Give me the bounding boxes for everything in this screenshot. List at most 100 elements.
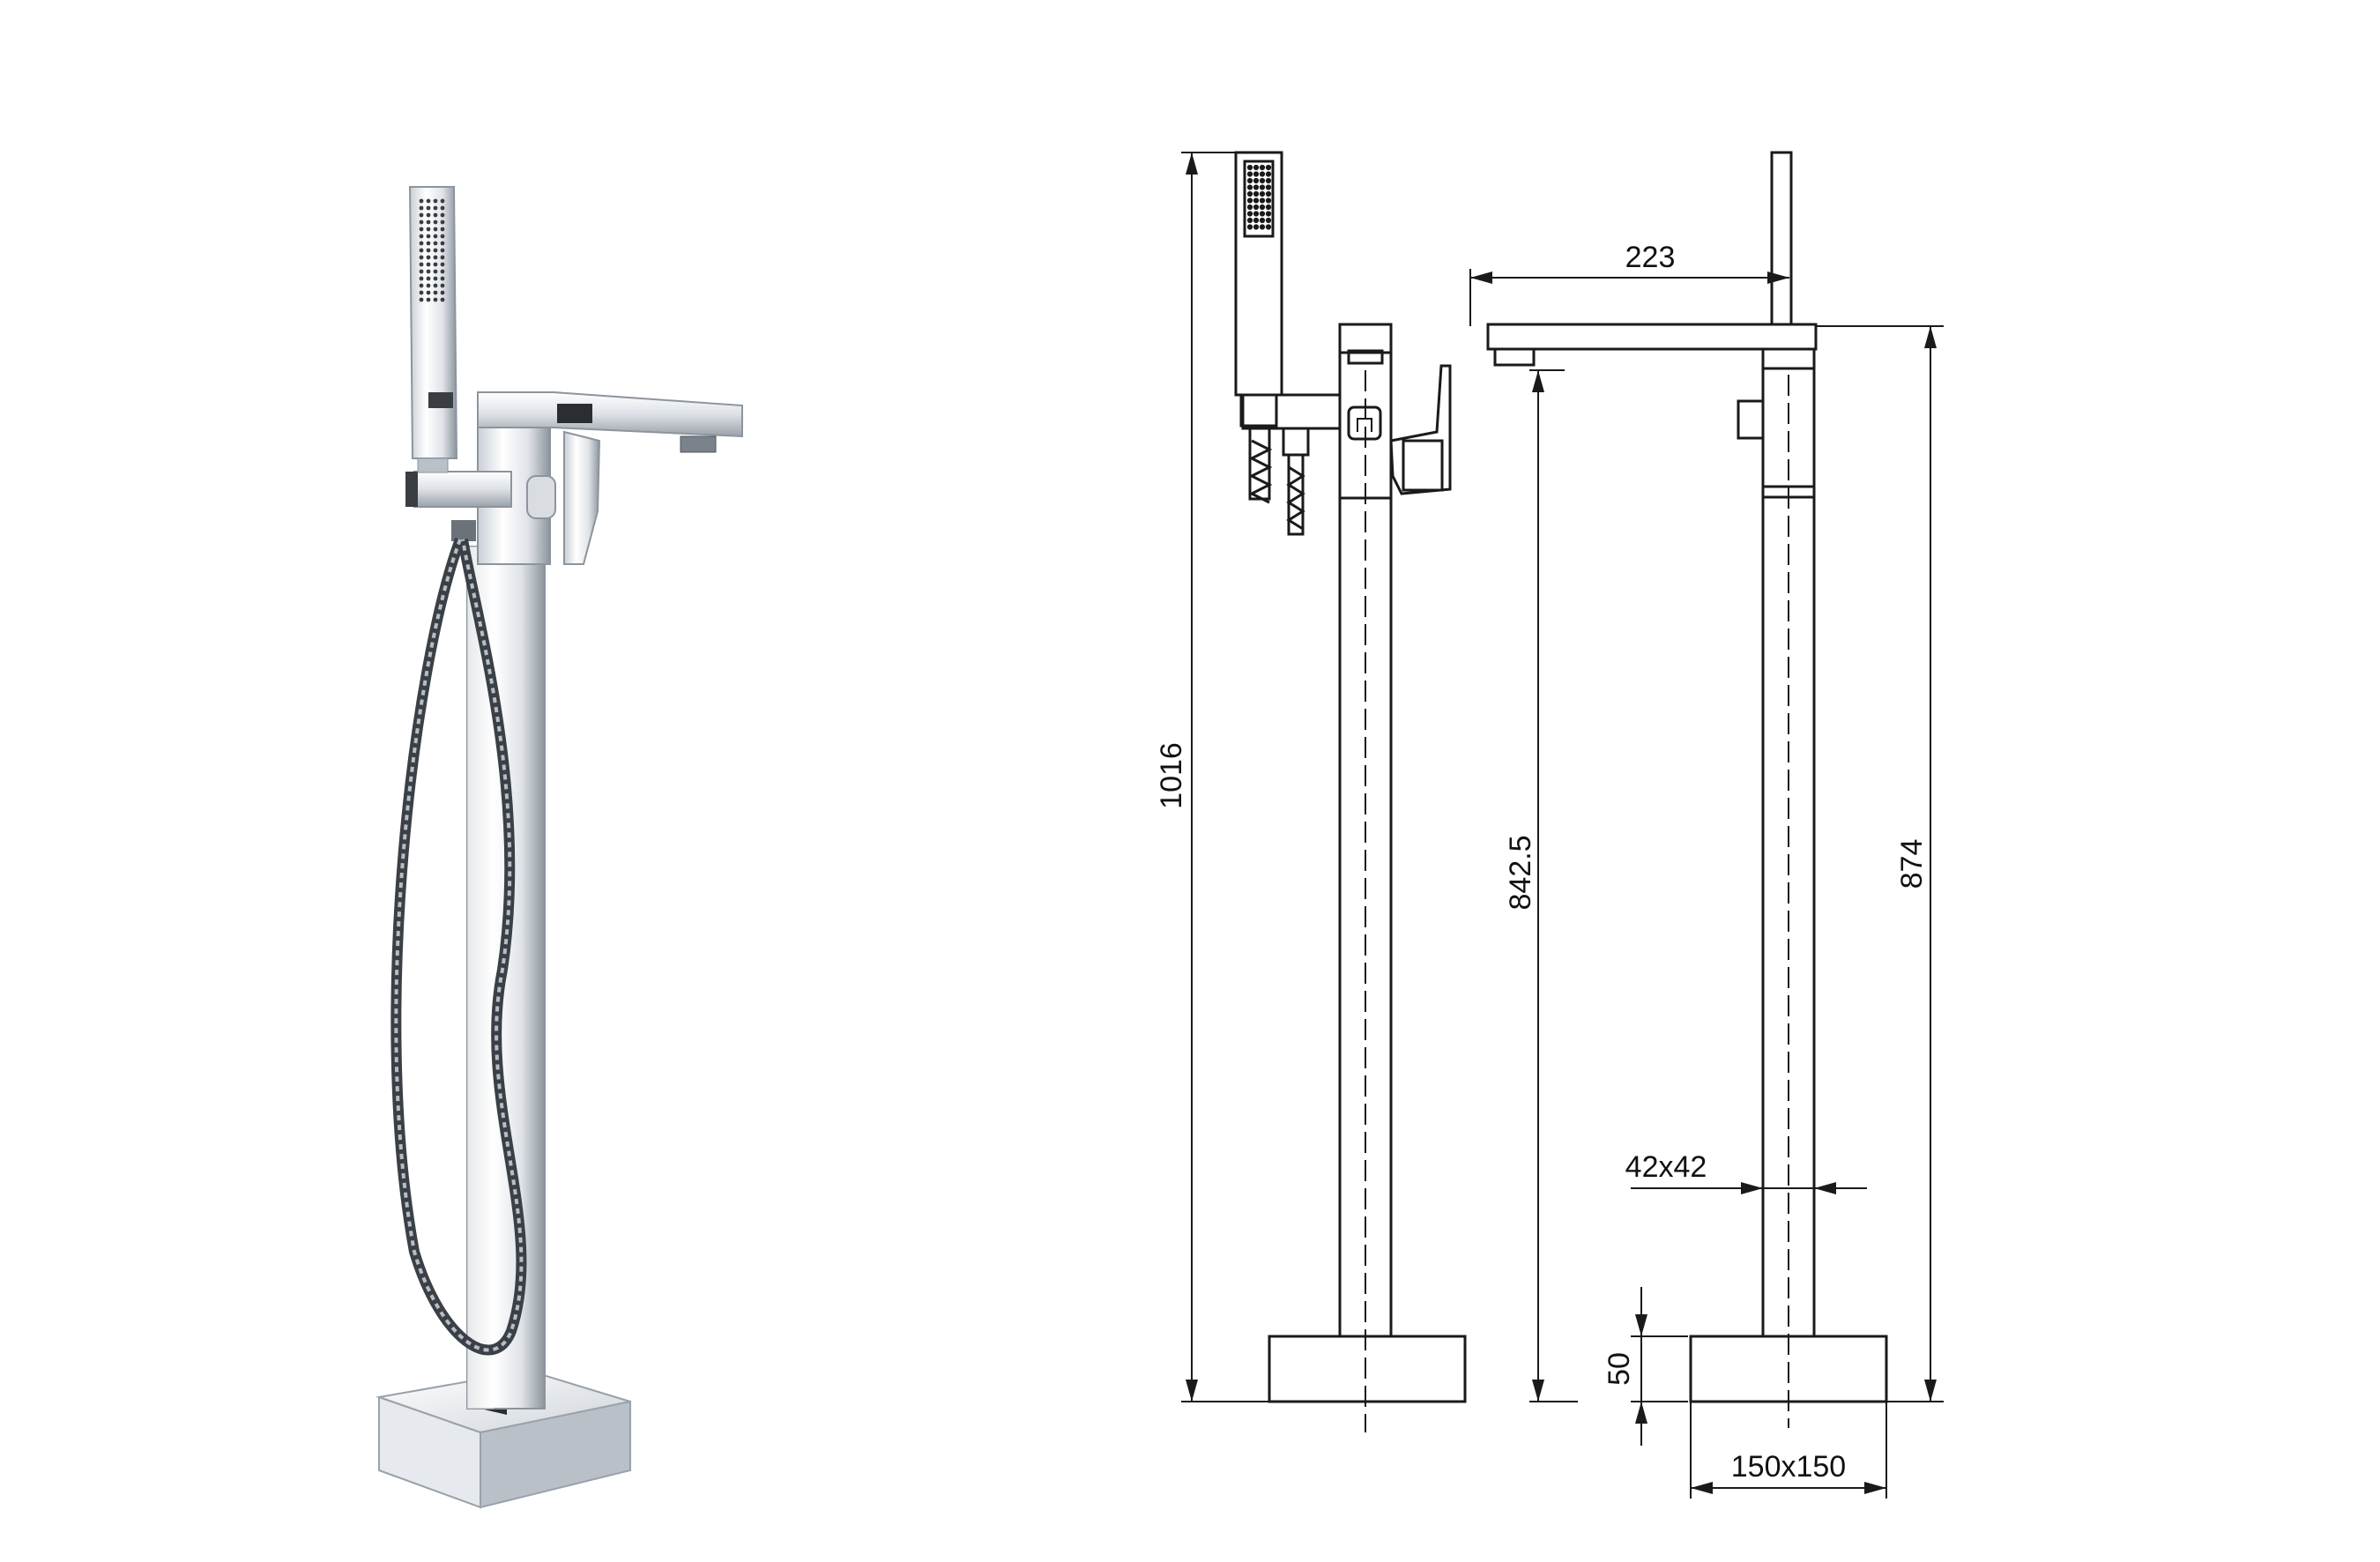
- nozzle-dot: [1253, 197, 1260, 204]
- nozzle-dot: [440, 276, 445, 281]
- nozzle-dot: [419, 248, 424, 253]
- hand-shower: [408, 186, 458, 473]
- nozzle-dot: [1246, 171, 1253, 177]
- nozzle-dot: [440, 227, 445, 232]
- front-column: [1338, 323, 1393, 1432]
- nozzle-dot: [1265, 190, 1272, 197]
- nozzle-dot: [419, 227, 424, 232]
- nozzle-dot: [426, 255, 431, 260]
- nozzle-dot: [419, 269, 424, 274]
- faucet-photo: [376, 186, 743, 1509]
- nozzle-dot: [440, 198, 445, 204]
- dim-label-base-thickness: 50: [1603, 1352, 1636, 1386]
- nozzle-dot: [419, 212, 424, 218]
- nozzle-dot: [419, 205, 424, 211]
- nozzle-dot: [426, 234, 431, 239]
- nozzle-dot: [426, 269, 431, 274]
- nozzle-dot: [1253, 164, 1260, 171]
- nozzle-dot: [440, 205, 445, 211]
- nozzle-dot: [440, 255, 445, 260]
- dim-label-pipe-section: 42x42: [1625, 1150, 1707, 1184]
- nozzle-dot: [1259, 224, 1266, 230]
- nozzle-dot: [426, 219, 431, 225]
- side-view-drawing: 842.5 223: [1469, 151, 1944, 1499]
- nozzle-dot: [1246, 224, 1253, 230]
- nozzle-dot: [433, 269, 438, 274]
- nozzle-dot: [426, 290, 431, 295]
- nozzle-dot: [1246, 190, 1253, 197]
- dim-body-height: [1816, 325, 1944, 1402]
- nozzle-dot: [1253, 224, 1260, 230]
- nozzle-dot: [433, 297, 438, 302]
- spout: [477, 391, 743, 453]
- nozzle-dot: [1246, 184, 1253, 190]
- nozzle-dot: [1259, 204, 1266, 211]
- nozzle-dot: [433, 212, 438, 218]
- nozzle-dot: [1265, 164, 1272, 171]
- dim-label-body-height: 874: [1895, 839, 1929, 889]
- front-holder: [1241, 393, 1342, 536]
- front-view-drawing: 1016: [1155, 151, 1467, 1432]
- nozzle-dot: [1253, 217, 1260, 224]
- nozzle-dot: [419, 255, 424, 260]
- nozzle-dot: [1265, 217, 1272, 224]
- front-shower-nozzles: [1246, 164, 1272, 230]
- shower-holder: [405, 471, 556, 519]
- nozzle-dot: [440, 297, 445, 302]
- nozzle-dot: [1265, 224, 1272, 230]
- nozzle-dot: [433, 234, 438, 239]
- nozzle-dot: [440, 269, 445, 274]
- nozzle-dot: [1259, 171, 1266, 177]
- side-spout: [1486, 323, 1818, 367]
- nozzle-dot: [1246, 204, 1253, 211]
- dim-pipe-section: [1631, 1182, 1867, 1194]
- nozzle-dot: [440, 219, 445, 225]
- lever-handle: [563, 430, 601, 565]
- front-hand-shower: [1234, 151, 1283, 428]
- nozzle-dot: [419, 290, 424, 295]
- nozzle-dot: [433, 283, 438, 288]
- side-base: [1689, 1335, 1888, 1403]
- nozzle-dot: [1253, 211, 1260, 217]
- shower-nozzles: [419, 198, 445, 302]
- nozzle-dot: [1246, 177, 1253, 184]
- dim-spout-reach: [1469, 269, 1789, 326]
- nozzle-dot: [1265, 211, 1272, 217]
- nozzle-dot: [1259, 164, 1266, 171]
- nozzle-dot: [426, 248, 431, 253]
- nozzle-dot: [1246, 211, 1253, 217]
- nozzle-dot: [1265, 171, 1272, 177]
- nozzle-dot: [419, 297, 424, 302]
- nozzle-dot: [433, 227, 438, 232]
- nozzle-dot: [440, 241, 445, 246]
- nozzle-dot: [1246, 164, 1253, 171]
- dim-label-base-size: 150x150: [1731, 1450, 1846, 1484]
- nozzle-dot: [426, 262, 431, 267]
- faucet-column: [466, 546, 546, 1415]
- side-column: [1737, 347, 1816, 1428]
- nozzle-dot: [433, 198, 438, 204]
- nozzle-dot: [433, 205, 438, 211]
- nozzle-dot: [440, 248, 445, 253]
- nozzle-dot: [440, 234, 445, 239]
- nozzle-dot: [426, 227, 431, 232]
- nozzle-dot: [1265, 184, 1272, 190]
- nozzle-dot: [1265, 177, 1272, 184]
- nozzle-dot: [1253, 177, 1260, 184]
- nozzle-dot: [426, 276, 431, 281]
- nozzle-dot: [440, 290, 445, 295]
- nozzle-dot: [1246, 197, 1253, 204]
- nozzle-dot: [426, 198, 431, 204]
- nozzle-dot: [440, 212, 445, 218]
- nozzle-dot: [1259, 217, 1266, 224]
- nozzle-dot: [1265, 204, 1272, 211]
- dim-spout-height: [1529, 369, 1578, 1402]
- nozzle-dot: [1246, 217, 1253, 224]
- front-lever: [1389, 364, 1452, 495]
- nozzle-dot: [426, 297, 431, 302]
- nozzle-dot: [1253, 190, 1260, 197]
- nozzle-dot: [433, 241, 438, 246]
- nozzle-dot: [1259, 177, 1266, 184]
- nozzle-dot: [1253, 204, 1260, 211]
